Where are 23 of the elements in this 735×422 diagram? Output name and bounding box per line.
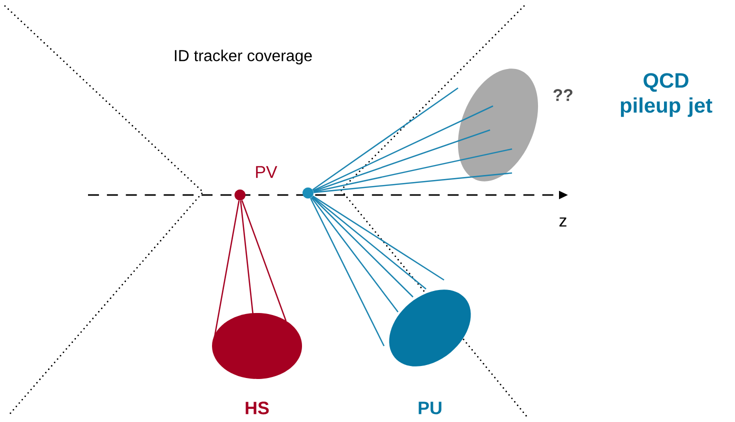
track-line <box>312 105 494 192</box>
jet-label: PV <box>256 166 278 178</box>
track-line <box>313 148 512 192</box>
track-line <box>312 87 458 190</box>
track-line <box>240 200 254 316</box>
track-line <box>313 129 490 192</box>
jet-ellipse <box>212 313 302 379</box>
jet-label: PU <box>418 402 442 414</box>
vertex-dot <box>234 190 246 200</box>
jet-label: ?? <box>553 89 572 101</box>
axis-label: z <box>559 218 566 226</box>
jet-label: QCD pileup jet <box>620 73 712 117</box>
vertex-dot <box>302 188 314 198</box>
track-line <box>213 200 240 340</box>
track-line <box>314 172 512 194</box>
track-line <box>310 197 399 312</box>
track-line <box>312 196 414 298</box>
coverage-label: ID tracker coverage <box>174 50 312 64</box>
track-line <box>310 198 385 346</box>
track-line <box>241 200 287 322</box>
track-line <box>312 196 426 290</box>
track-line <box>312 196 444 281</box>
jet-label: HS <box>246 402 269 414</box>
